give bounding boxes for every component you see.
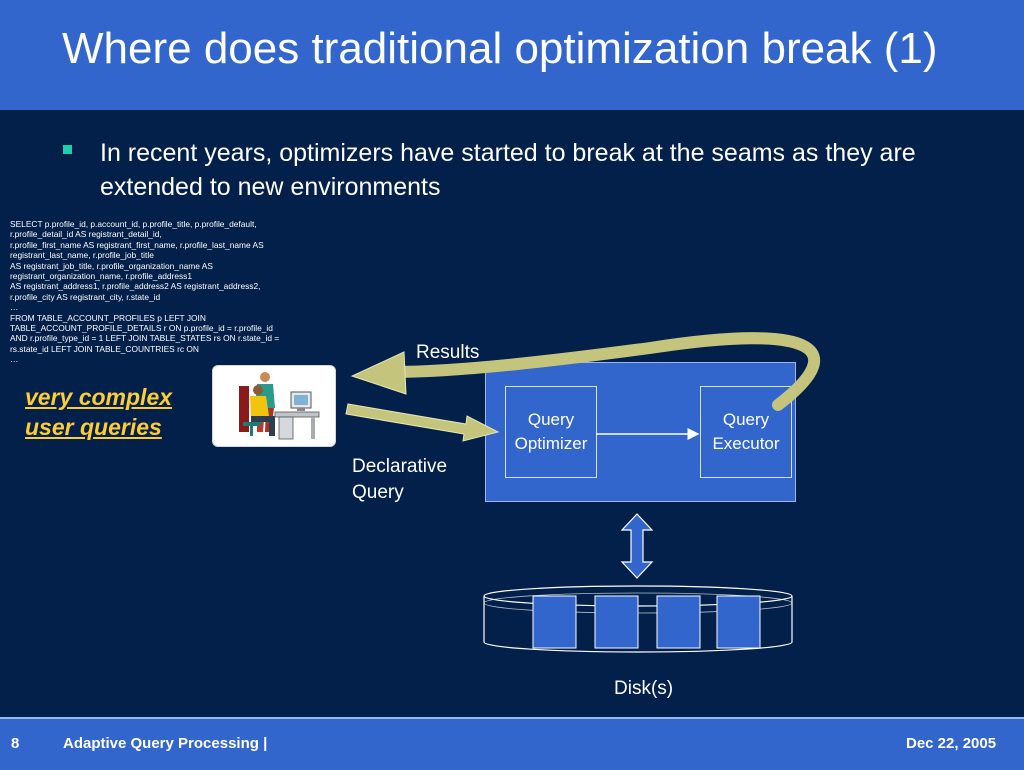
declarative-label: Declarative (352, 456, 448, 477)
query-optimizer-box: Query Optimizer (505, 386, 597, 478)
footer-title: Adaptive Query Processing | (63, 735, 268, 752)
sql-line: r.profile_detail_id AS registrant_detail… (10, 229, 162, 240)
people-at-computer-icon (239, 372, 320, 440)
sql-line: registrant_organization_name, r.profile_… (10, 271, 193, 282)
sql-line: r.profile_city AS registrant_city, r.sta… (10, 291, 161, 302)
disk-io-arrow (620, 513, 654, 579)
results-arrow (386, 332, 821, 411)
footer-date: Dec 22, 2005 (906, 735, 997, 752)
complex-label-line: very complex (25, 384, 173, 410)
sql-line: AS registrant_address1, r.profile_addres… (10, 281, 261, 292)
slide-title: Where does traditional optimization brea… (62, 24, 938, 73)
sql-line: rs.state_id LEFT JOIN TABLE_COUNTRIES rc… (10, 343, 199, 354)
complex-queries-label: very complex user queries (25, 382, 172, 442)
user-clipart-box (212, 365, 336, 447)
sql-line: r.profile_first_name AS registrant_first… (10, 239, 264, 250)
footer-bar (0, 717, 1024, 770)
declarative-label: Query (352, 482, 404, 503)
sql-line: TABLE_ACCOUNT_PROFILE_DETAILS r ON p.pro… (10, 323, 273, 334)
sql-line: FROM TABLE_ACCOUNT_PROFILES p LEFT JOIN (10, 312, 206, 323)
title-bar (0, 0, 1024, 110)
sql-query-text: SELECT p.profile_id, p.account_id, p.pro… (10, 219, 310, 365)
results-arrowhead (350, 351, 407, 395)
sql-line: AS registrant_job_title, r.profile_organ… (10, 260, 213, 271)
square-bullet-icon (63, 145, 72, 154)
sql-line: registrant_last_name, r.profile_job_titl… (10, 250, 154, 261)
bullet-text: In recent years, optimizers have started… (100, 139, 916, 201)
disks-label: Disk(s) (614, 678, 674, 699)
optimizer-label: Optimizer (514, 434, 588, 453)
sql-line: … (10, 302, 19, 313)
optimizer-label: Query (527, 410, 575, 429)
executor-label: Query (722, 410, 770, 429)
executor-label: Executor (712, 434, 780, 453)
sql-line: AND r.profile_type_id = 1 LEFT JOIN TABL… (10, 333, 280, 344)
page-number: 8 (11, 735, 20, 752)
declarative-query-arrow (345, 403, 500, 442)
sql-line: … (10, 354, 19, 365)
sql-line: SELECT p.profile_id, p.account_id, p.pro… (10, 219, 257, 229)
disk-cylinder-icon (483, 585, 793, 653)
complex-label-line: user queries (25, 414, 162, 440)
results-label: Results (416, 342, 480, 363)
